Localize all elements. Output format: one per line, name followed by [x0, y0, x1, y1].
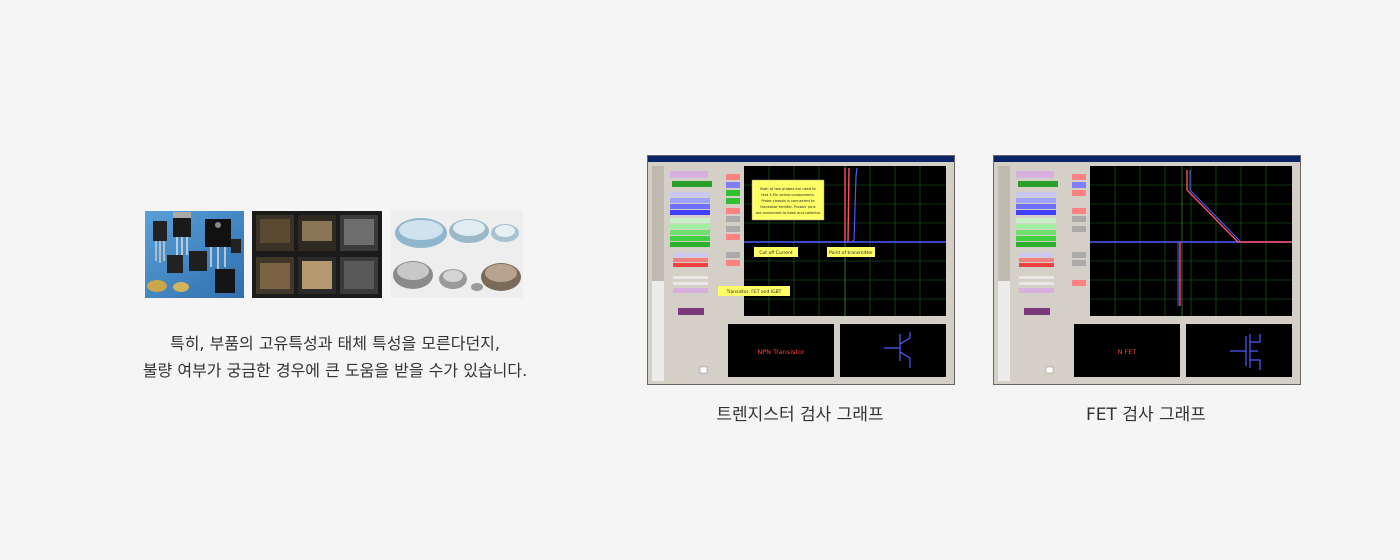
svg-text:are connected to base and coll: are connected to base and collector: [756, 211, 821, 215]
caption-transistor: 트렌지스터 검사 그래프: [716, 405, 884, 425]
description-line-2: 불량 여부가 궁금한 경우에 큰 도움을 받을 수가 있습니다.: [142, 361, 528, 380]
caption-fet: FET 검사 그래프: [1086, 405, 1206, 425]
callout-main: Both of two probes are used to test 3-Pi…: [751, 179, 825, 221]
svg-text:Both of two probes are used to: Both of two probes are used to: [760, 187, 816, 191]
press-pack-thyristors-photo: [391, 211, 523, 298]
component-photos: [145, 211, 523, 298]
svg-text:transistor emitter. Probes' pi: transistor emitter. Probes' pins: [760, 205, 815, 209]
reference-label: NPN Transistor: [757, 348, 805, 356]
reference-label: N FET: [1118, 348, 1137, 356]
description-text: 특히, 부품의 고유특성과 태체 특성을 모른다던지, 불량 여부가 궁금한 경…: [100, 330, 570, 384]
svg-text:test 3-Pin active components.: test 3-Pin active components.: [761, 193, 815, 197]
igbt-modules-photo: [252, 211, 382, 298]
svg-text:Probe chassis is connected to: Probe chassis is connected to: [761, 199, 814, 203]
fet-test-screenshot: N FET: [993, 155, 1301, 385]
description-line-1: 특히, 부품의 고유특성과 태체 특성을 모른다던지,: [169, 334, 500, 353]
transistor-test-screenshot: Both of two probes are used to test 3-Pi…: [647, 155, 955, 385]
callout-point: Point of transmitter: [829, 250, 873, 256]
transistors-photo: [145, 211, 244, 298]
callout-cutoff: Cut off Current: [759, 250, 793, 256]
callout-mode: Transistor, FET and IGBT: [726, 289, 782, 295]
